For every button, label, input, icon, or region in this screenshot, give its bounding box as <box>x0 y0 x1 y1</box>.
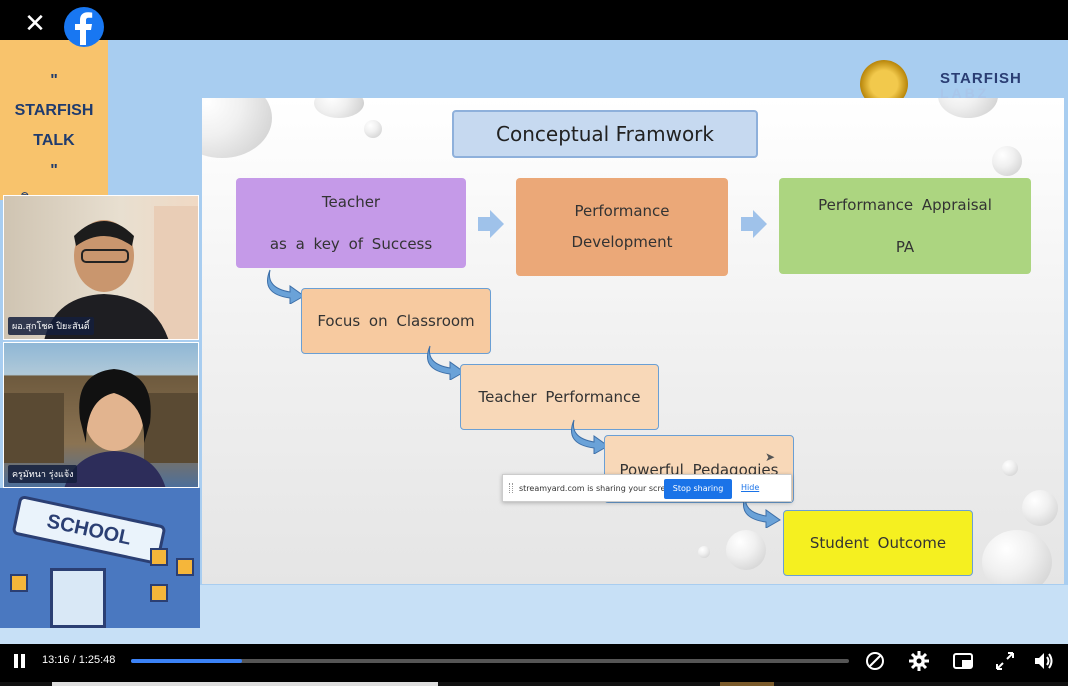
camera-1-name: ผอ.สุกโชค ปิยะสันติ์ <box>8 317 94 335</box>
camera-feed-1: ผอ.สุกโชค ปิยะสันติ์ <box>3 195 199 340</box>
box-pa-line-2: PA <box>895 238 915 256</box>
school-door <box>50 568 106 628</box>
curved-arrow-icon <box>743 493 781 528</box>
school-window <box>150 548 168 566</box>
side-title-panel: " STARFISH TALK " วิทยฐานะ <box>0 40 108 209</box>
hide-link[interactable]: Hide <box>741 483 760 492</box>
bubble-decoration <box>992 146 1022 176</box>
box-teacher-key-of-success: Teacher as a key of Success <box>236 178 466 268</box>
bubble-decoration <box>982 530 1052 584</box>
arrow-right-icon <box>478 210 504 238</box>
box-student-outcome: Student Outcome <box>783 510 973 576</box>
camera-2-name: ครูมัทนา รุ่งแจ้ง <box>8 465 78 483</box>
starfish-labz-logo: STARFISH LABZ <box>940 70 1022 101</box>
box-teacher-line-2: as a key of Success <box>269 235 433 253</box>
logo-line-1: STARFISH <box>940 70 1022 87</box>
shared-slide: Conceptual Framwork Teacher as a key of … <box>202 98 1064 584</box>
bubble-decoration <box>1002 460 1018 476</box>
side-title-line-2: TALK <box>33 132 75 149</box>
bubble-decoration <box>698 546 710 558</box>
bottom-strip-segment <box>720 682 774 686</box>
school-illustration: SCHOOL <box>0 488 200 628</box>
bubble-decoration <box>1022 490 1058 526</box>
stop-sharing-button[interactable]: Stop sharing <box>664 479 732 499</box>
bubble-decoration <box>202 98 272 158</box>
volume-icon[interactable] <box>1032 650 1054 672</box>
box-performance-appraisal: Performance Appraisal PA <box>779 178 1031 274</box>
top-bar: ✕ <box>0 0 1068 40</box>
picture-in-picture-icon[interactable] <box>952 650 974 672</box>
settings-gear-icon[interactable] <box>908 650 930 672</box>
stream-stage: " STARFISH TALK " วิทยฐานะ ผอ.สุกโชค ปิย… <box>0 40 1068 644</box>
fullscreen-icon[interactable] <box>994 650 1016 672</box>
duration: 1:25:48 <box>78 654 116 666</box>
school-window <box>176 558 194 576</box>
bubble-decoration <box>938 98 998 118</box>
current-time: 13:16 <box>42 654 70 666</box>
slide-title: Conceptual Framwork <box>452 110 758 158</box>
progress-bar[interactable] <box>131 659 849 663</box>
side-title-quote-close: " <box>50 162 58 179</box>
screen-share-notice: streamyard.com is sharing your screen. S… <box>502 474 792 502</box>
video-controls: 13:16 / 1:25:48 <box>0 644 1068 686</box>
logo-line-2: LABZ <box>940 85 990 101</box>
box-perfdev-line-2: Development <box>571 233 673 251</box>
mouse-cursor-icon: ➤ <box>765 450 776 464</box>
bottom-strip <box>0 682 1068 686</box>
box-teacher-line-1: Teacher <box>321 193 381 211</box>
school-sign: SCHOOL <box>11 494 167 566</box>
bottom-strip-segment <box>52 682 438 686</box>
box-teacher-performance: Teacher Performance <box>460 364 659 430</box>
captions-icon[interactable] <box>864 650 886 672</box>
box-performance-development: Performance Development <box>516 178 728 276</box>
close-icon[interactable]: ✕ <box>24 9 46 39</box>
drag-handle-icon[interactable] <box>509 483 513 493</box>
side-title-quote-open: " <box>50 72 58 89</box>
side-title: " STARFISH TALK " วิทยฐานะ <box>0 66 108 216</box>
facebook-logo-icon <box>64 7 104 47</box>
time-display: 13:16 / 1:25:48 <box>42 654 116 666</box>
camera-feed-2: ครูมัทนา รุ่งแจ้ง <box>3 342 199 488</box>
side-title-line-1: STARFISH <box>14 102 94 119</box>
box-pa-line-1: Performance Appraisal <box>818 196 992 214</box>
bubble-decoration <box>364 120 382 138</box>
pause-icon[interactable] <box>12 653 28 669</box>
progress-fill <box>131 659 243 663</box>
bubble-decoration <box>726 530 766 570</box>
school-window <box>10 574 28 592</box>
share-notice-text: streamyard.com is sharing your screen. <box>519 484 679 493</box>
box-perfdev-line-1: Performance <box>574 202 670 220</box>
arrow-right-icon <box>741 210 767 238</box>
presenter-2-silhouette <box>4 369 198 487</box>
school-window <box>150 584 168 602</box>
box-focus-on-classroom: Focus on Classroom <box>301 288 491 354</box>
bubble-decoration <box>314 98 364 118</box>
